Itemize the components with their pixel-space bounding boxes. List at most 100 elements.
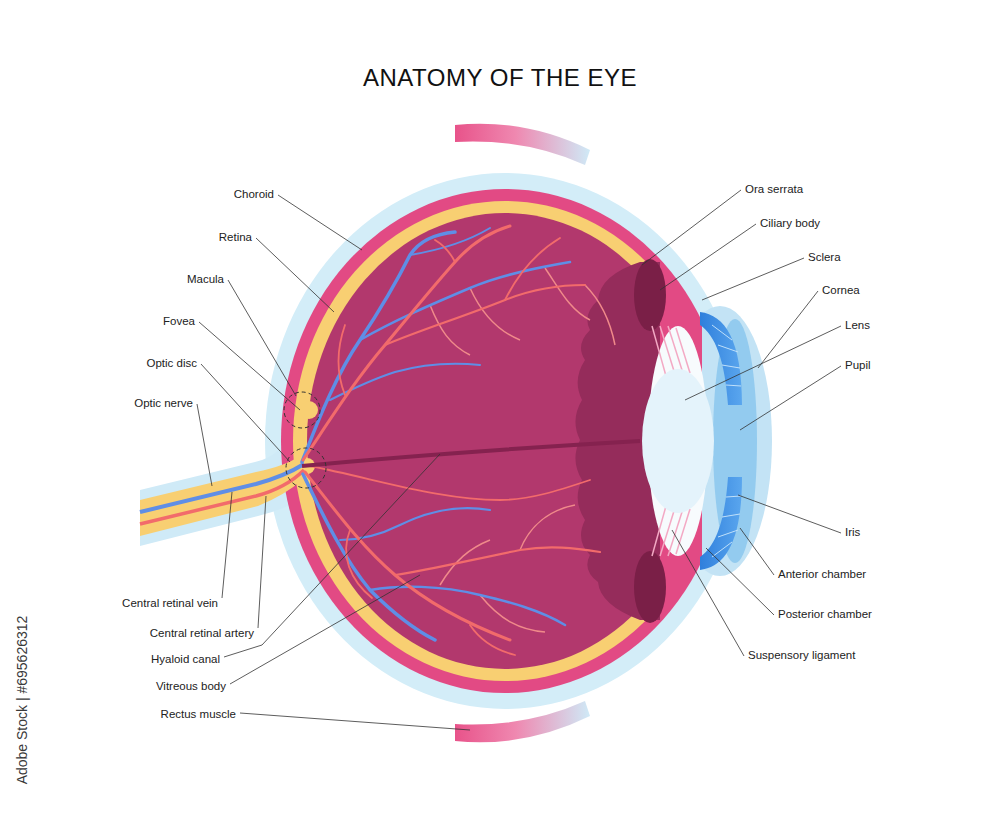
vein: [303, 474, 435, 640]
sclera: [265, 173, 745, 709]
leader-line: [672, 530, 744, 656]
choroid: [281, 189, 702, 693]
ligament: [660, 511, 674, 556]
ligament: [668, 512, 682, 556]
leader-lines: [197, 190, 841, 730]
part-label: Rectus muscle: [161, 708, 236, 722]
iris-stripe: [722, 514, 740, 517]
rectus-muscle: [455, 701, 590, 742]
retina: [293, 201, 645, 681]
iris-stripes: [712, 325, 741, 557]
iris-stripe: [726, 496, 741, 497]
ligament: [668, 326, 682, 370]
diagram-title: ANATOMY OF THE EYE: [0, 64, 1000, 92]
leader-line: [197, 404, 212, 486]
ciliary-body: [634, 259, 666, 331]
macula-marker: [284, 392, 320, 428]
lens: [642, 369, 714, 513]
part-label: Ciliary body: [760, 217, 820, 231]
iris-stripe: [712, 542, 732, 557]
ligament: [652, 326, 666, 376]
leader-line: [702, 258, 804, 300]
part-label: Pupil: [845, 359, 871, 373]
part-label: Optic disc: [147, 357, 198, 371]
vein: [370, 587, 565, 625]
leader-line: [199, 322, 300, 410]
optic-nerve: [140, 456, 302, 536]
part-label: Ora serrata: [745, 183, 803, 197]
leader-line: [256, 238, 334, 312]
part-label: Fovea: [163, 315, 195, 329]
part-label: Retina: [219, 231, 252, 245]
iris-stripe: [718, 530, 738, 537]
iris: [700, 477, 742, 570]
artery: [339, 325, 345, 395]
capillary: [470, 288, 520, 340]
leader-line: [222, 492, 232, 598]
capillary: [430, 305, 470, 355]
leader-line: [685, 326, 841, 400]
central-retinal-artery: [140, 470, 304, 524]
leader-line: [740, 528, 774, 575]
leader-line: [758, 291, 818, 368]
ligament: [676, 509, 690, 554]
hyaloid-canal: [302, 441, 640, 466]
part-label: Sclera: [808, 251, 841, 265]
part-label: Anterior chamber: [778, 568, 866, 582]
vein: [340, 508, 490, 540]
ligament: [676, 328, 690, 373]
retinal-veins: [302, 228, 570, 640]
leader-line: [738, 495, 841, 533]
ligament: [660, 326, 674, 371]
artery: [435, 240, 455, 262]
leader-line: [201, 364, 290, 462]
capillary: [520, 505, 575, 550]
watermark: Adobe Stock | #695626312: [14, 616, 31, 785]
leader-line: [240, 713, 470, 730]
part-label: Hyaloid canal: [151, 653, 220, 667]
leader-line: [224, 454, 440, 657]
ligament: [652, 506, 666, 556]
artery: [505, 238, 560, 300]
part-label: Macula: [187, 273, 224, 287]
artery: [310, 466, 590, 500]
capillary: [585, 285, 615, 345]
part-label: Central retinal artery: [150, 627, 254, 641]
iris-stripe: [712, 325, 732, 340]
leader-line: [228, 280, 296, 396]
vein: [330, 364, 480, 400]
leader-line: [706, 548, 774, 615]
retinal-arteries: [303, 226, 600, 655]
artery: [470, 625, 515, 655]
vein: [360, 262, 570, 340]
artery: [305, 472, 510, 640]
rectus-muscle: [455, 124, 590, 165]
artery: [303, 226, 510, 460]
part-label: Lens: [845, 319, 870, 333]
iris: [700, 312, 742, 405]
ciliary-body: [634, 551, 666, 623]
part-label: Vitreous body: [156, 680, 226, 694]
capillary: [545, 268, 590, 320]
part-label: Posterior chamber: [778, 608, 872, 622]
leader-line: [278, 195, 362, 250]
part-label: Iris: [845, 526, 860, 540]
part-label: Suspensory ligament: [748, 649, 855, 663]
iris-stripe: [718, 345, 738, 352]
leader-line: [642, 190, 741, 265]
artery: [346, 530, 372, 598]
leader-line: [660, 224, 756, 290]
part-label: Central retinal vein: [122, 597, 218, 611]
part-label: Optic nerve: [134, 397, 193, 411]
fovea-pit: [300, 401, 318, 419]
artery: [385, 285, 585, 345]
part-label: Cornea: [822, 284, 860, 298]
iris-stripe: [726, 385, 741, 386]
part-label: Choroid: [234, 188, 274, 202]
vitreous-body: [307, 213, 652, 669]
artery: [395, 547, 600, 575]
optic-disc-marker: [286, 448, 326, 488]
